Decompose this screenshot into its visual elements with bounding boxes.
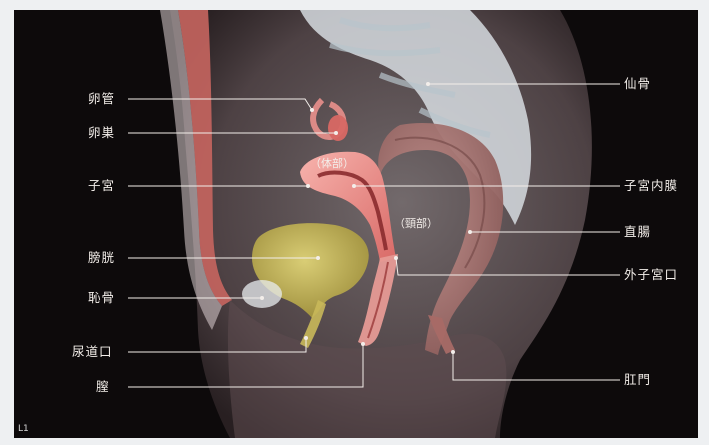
label-pubis: 恥骨 [88, 291, 115, 305]
label-uterine-body: （体部） [310, 157, 354, 171]
label-rectum: 直腸 [624, 225, 651, 239]
figure-id: L1 [18, 424, 29, 434]
label-urethral-orifice: 尿道口 [72, 345, 113, 359]
label-oviduct: 卵管 [88, 92, 115, 106]
label-vagina: 膣 [96, 380, 110, 394]
ovary-shape [328, 115, 348, 141]
label-external-os: 外子宮口 [624, 268, 678, 282]
label-sacrum: 仙骨 [624, 77, 651, 91]
label-uterus: 子宮 [88, 179, 115, 193]
label-bladder: 膀胱 [88, 251, 115, 265]
label-cervix: （頸部） [394, 217, 438, 231]
label-anus: 肛門 [624, 373, 651, 387]
label-endometrium: 子宮内膜 [624, 179, 678, 193]
label-ovary: 卵巣 [88, 126, 115, 140]
pubic-bone-shape [242, 280, 282, 308]
